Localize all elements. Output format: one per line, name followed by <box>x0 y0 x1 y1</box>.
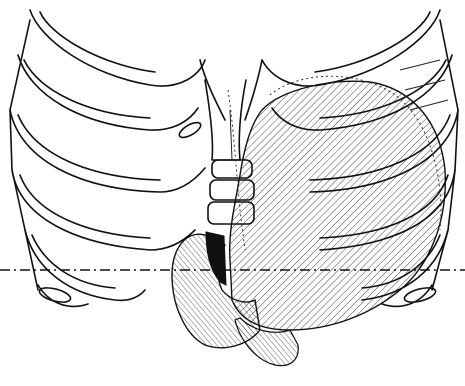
stomach-shape <box>230 81 446 330</box>
